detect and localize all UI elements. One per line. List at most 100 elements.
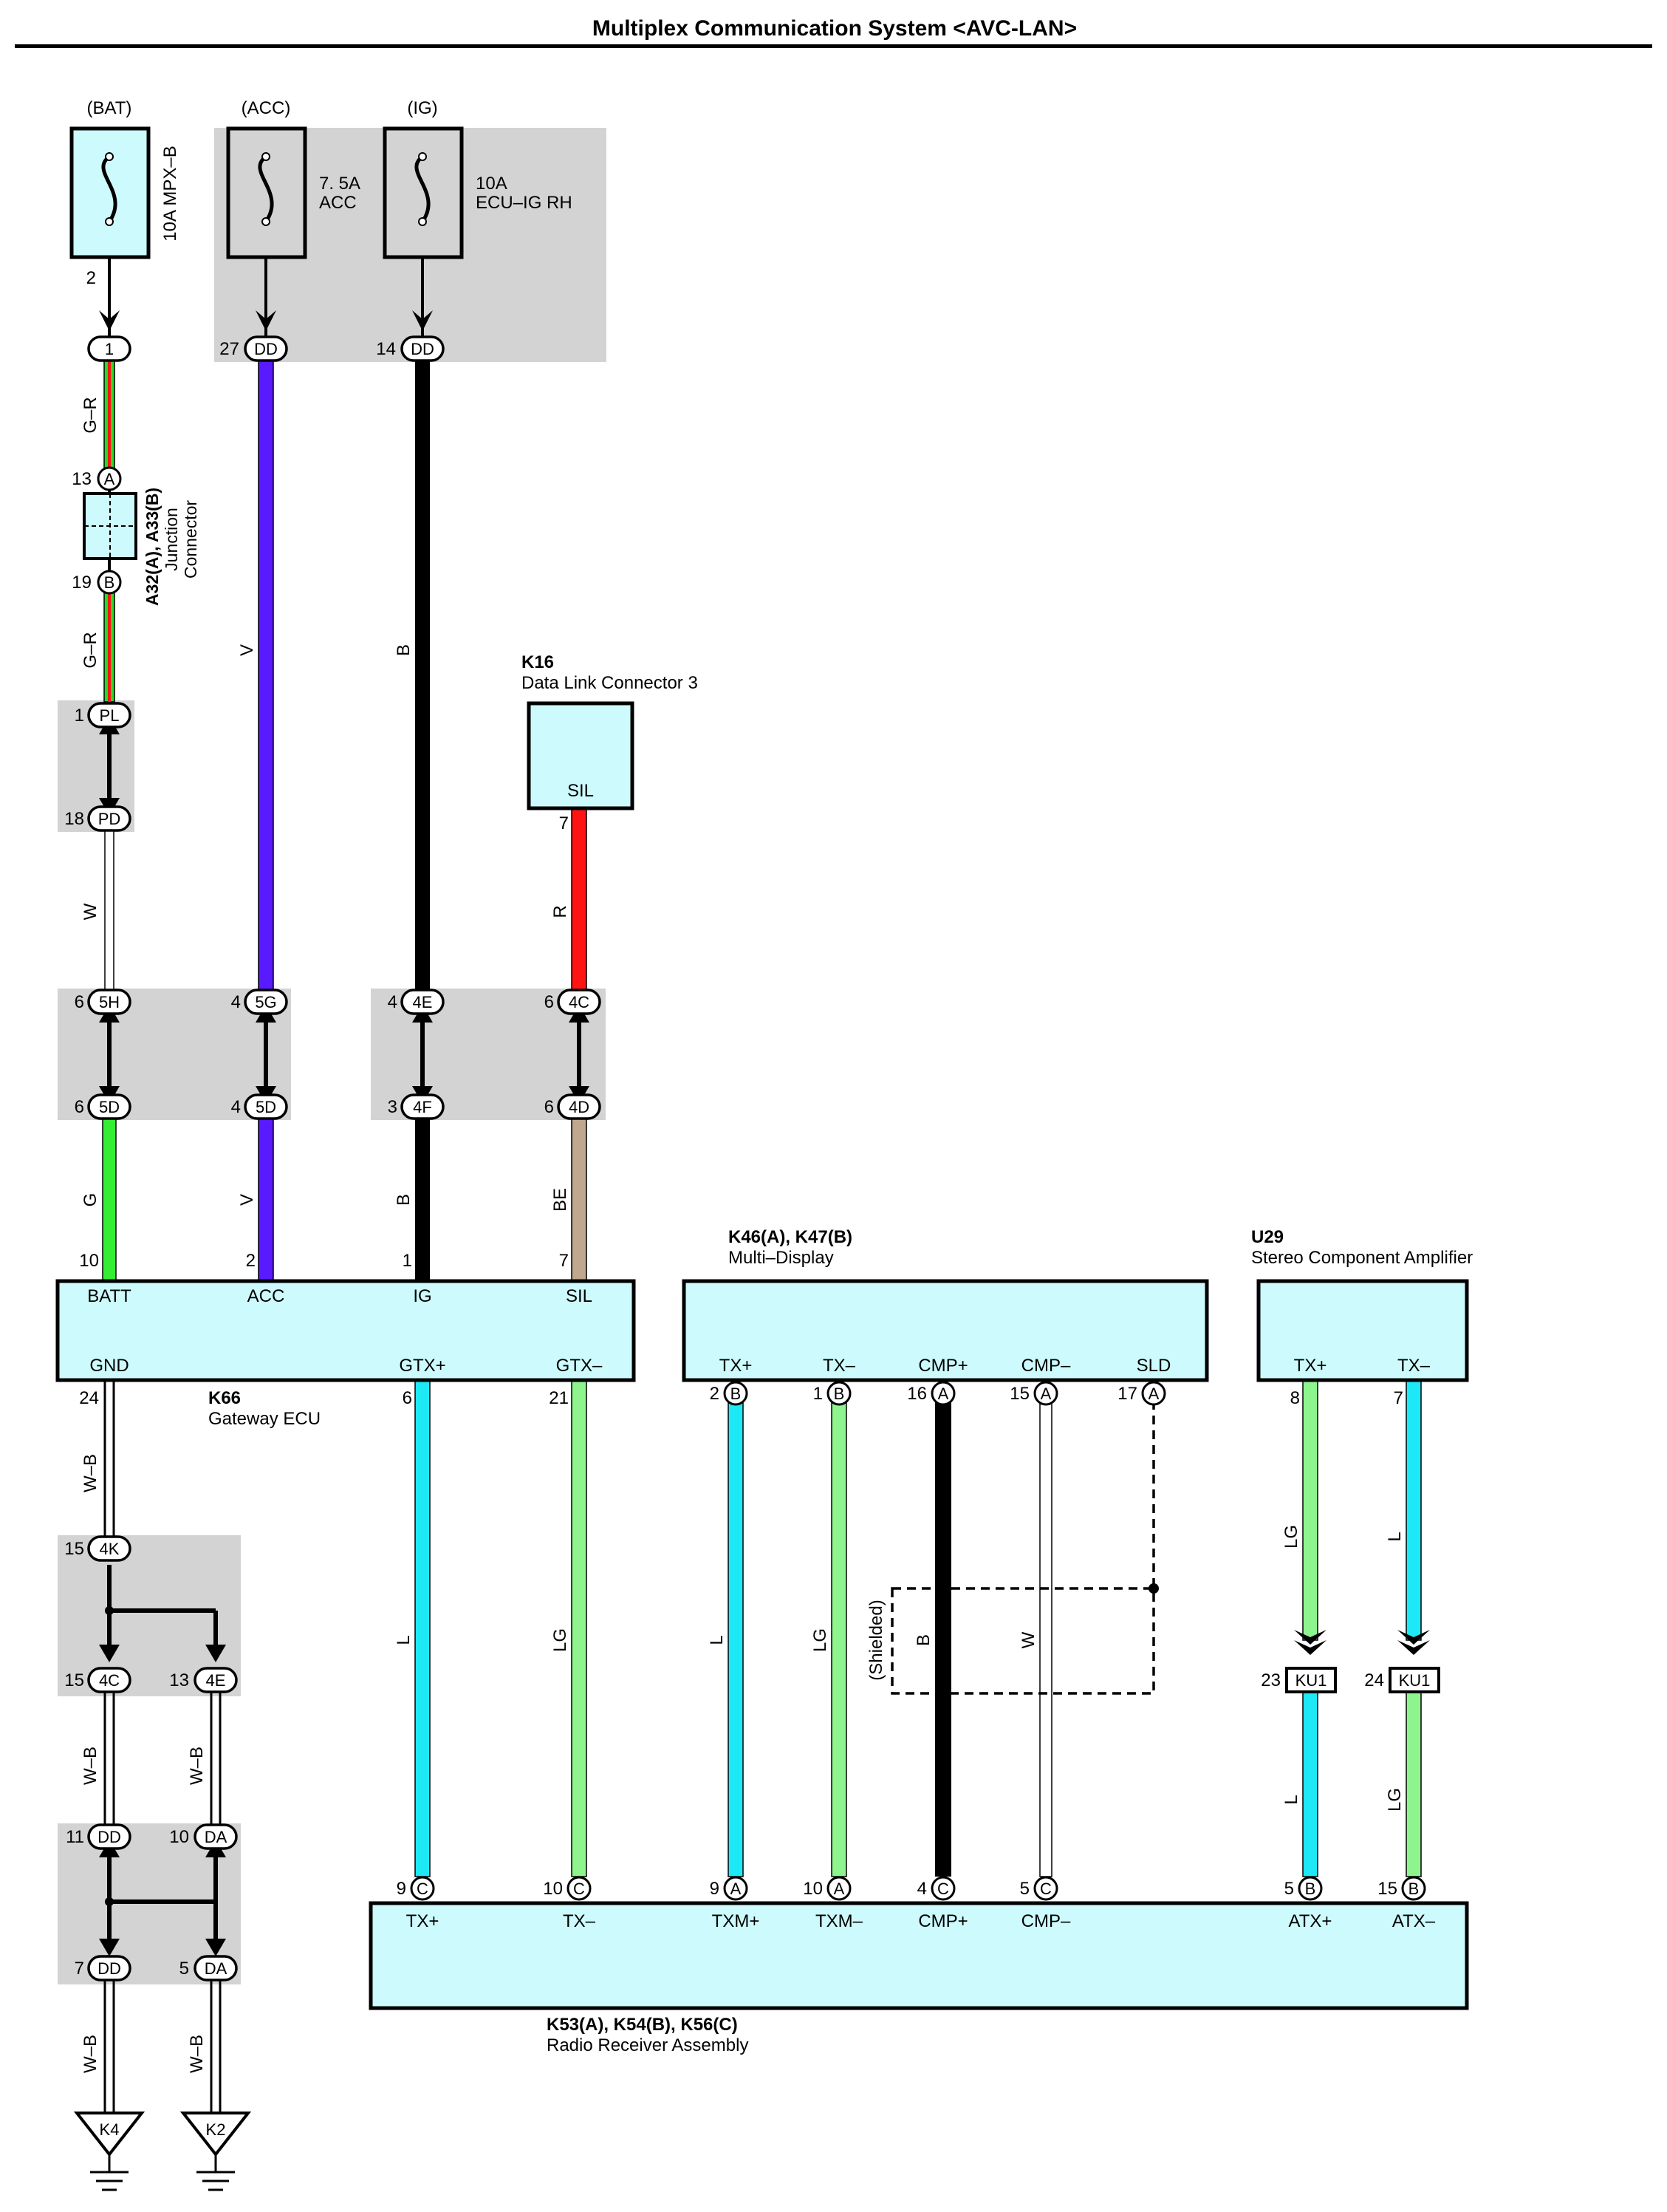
pin-number: 24: [1364, 1670, 1384, 1690]
junction-id: A32(A), A33(B): [143, 488, 162, 606]
wire-label: LG: [550, 1628, 570, 1652]
fuse-icon: [258, 154, 274, 223]
pin-number: 1: [403, 1251, 412, 1271]
wire-label: B: [394, 1194, 414, 1206]
radio-connector-c: C: [573, 1880, 585, 1898]
pin-number: 2: [86, 268, 96, 288]
title-rule: [15, 44, 1652, 48]
arrow-heads: [99, 310, 1430, 1956]
gw-pin-sil: SIL: [566, 1286, 592, 1306]
connector-da-label: DA: [205, 1828, 227, 1846]
pin-number: 6: [544, 992, 554, 1012]
md-pin-cmp-minus: CMP–: [1021, 1356, 1071, 1376]
radio-pin-cmp-minus: CMP–: [1021, 1911, 1071, 1931]
radio-pin-tx-plus: TX+: [406, 1911, 439, 1931]
pin-number: 4: [231, 992, 241, 1012]
ground-icon-k4: [73, 2112, 146, 2191]
connector-4k-label: 4K: [100, 1540, 120, 1558]
pin-number: 24: [79, 1388, 99, 1408]
md-pin-circles: [723, 1381, 1166, 1406]
wire-label: W–B: [81, 2035, 100, 2073]
pin-number: 4: [917, 1879, 927, 1899]
pin-number: 6: [544, 1097, 554, 1117]
junction-pins: [97, 466, 122, 595]
junction-name-2: Connector: [181, 500, 200, 578]
md-pin-cmp-plus: CMP+: [918, 1356, 968, 1376]
multi-display-name: Multi–Display: [728, 1248, 834, 1268]
amp-pin-tx-minus: TX–: [1397, 1356, 1431, 1376]
connector-1-label: 1: [105, 340, 114, 358]
shield-line: [891, 1401, 1155, 1695]
wire-label: W–B: [81, 1454, 100, 1492]
pin-number: 2: [246, 1251, 256, 1271]
junction-pin-b: B: [104, 573, 115, 592]
ku1-connector-plus: [1285, 1667, 1337, 1693]
wire-label: W–B: [187, 1747, 207, 1785]
connector-dd-acc-label: DD: [254, 340, 278, 358]
ig-source-label: (IG): [407, 98, 437, 118]
connector-5d-label: 5D: [256, 1098, 276, 1116]
ku1-label: KU1: [1295, 1671, 1327, 1690]
pin-number: 9: [397, 1879, 406, 1899]
bat-source-label: (BAT): [87, 98, 132, 118]
wire-l-atx-plus: [1302, 1691, 1318, 1877]
gateway-id: K66: [208, 1388, 241, 1408]
wire-lg-gtx-minus: [571, 1379, 587, 1877]
radio-connector-a: A: [730, 1880, 742, 1898]
pin-number: 15: [64, 1539, 84, 1559]
fuse-icon: [101, 154, 117, 223]
gw-pin-ig: IG: [413, 1286, 431, 1306]
wire-v-lower: [258, 1118, 274, 1282]
connector-pl-label: PL: [100, 706, 120, 725]
wire-label: L: [1281, 1795, 1301, 1804]
wire-label: V: [237, 644, 257, 656]
radio-connector-c: C: [937, 1880, 949, 1898]
page-title: Multiplex Communication System <AVC-LAN>: [592, 16, 1077, 41]
gw-pin-acc: ACC: [247, 1286, 285, 1306]
wire-label: LG: [1385, 1788, 1405, 1812]
pin-number: 21: [549, 1388, 569, 1408]
radio-connector-c: C: [417, 1880, 428, 1898]
connector-5g-label: 5G: [255, 993, 276, 1011]
wire-label-shielded: (Shielded): [866, 1600, 886, 1680]
wire-w: [104, 830, 114, 1003]
pin-number: 11: [66, 1827, 84, 1847]
wire-label: BE: [550, 1188, 570, 1212]
pin-number: 5: [179, 1959, 189, 1979]
pin-number: 4: [231, 1097, 241, 1117]
acc-ig-fuse-area: [214, 128, 606, 362]
ku1-connector-minus: [1389, 1667, 1440, 1693]
pin-number: 15: [1377, 1879, 1397, 1899]
dlc-pin-label: SIL: [567, 781, 594, 801]
fuse-ig-name: ECU–IG RH: [476, 193, 572, 213]
radio-pin-circles: [410, 1876, 1426, 1901]
shield-splice-dot: [1149, 1583, 1159, 1594]
pin-number: 9: [710, 1879, 719, 1899]
wire-r: [571, 808, 587, 1003]
fuse-bat-label: 10A MPX–B: [160, 146, 180, 241]
connector-4d-label: 4D: [569, 1098, 589, 1116]
md-pin-tx-minus: TX–: [823, 1356, 856, 1376]
multi-display-id: K46(A), K47(B): [728, 1227, 852, 1247]
radio-receiver-box: [369, 1901, 1469, 2010]
radio-pin-atx-minus: ATX–: [1392, 1911, 1436, 1931]
wire-l-gtx-plus: [414, 1379, 431, 1877]
wire-label: LG: [1281, 1525, 1301, 1549]
wire-v-upper: [258, 360, 274, 1003]
pin-number: 1: [813, 1384, 823, 1404]
pin-number: 7: [559, 1251, 569, 1271]
pin-number: 6: [75, 1097, 84, 1117]
dlc-id: K16: [521, 652, 554, 672]
pin-number: 7: [1394, 1388, 1403, 1408]
md-connector-b: B: [834, 1385, 845, 1403]
pin-number: 17: [1117, 1384, 1137, 1404]
fuse-icon: [414, 154, 431, 223]
amp-pin-tx-plus: TX+: [1294, 1356, 1327, 1376]
radio-connector-a: A: [834, 1880, 845, 1898]
wire-label: W: [81, 903, 100, 920]
pin-number: 10: [79, 1251, 99, 1271]
acc-source-label: (ACC): [242, 98, 291, 118]
pin-number: 13: [72, 469, 92, 489]
wire-label: G–R: [81, 632, 100, 668]
